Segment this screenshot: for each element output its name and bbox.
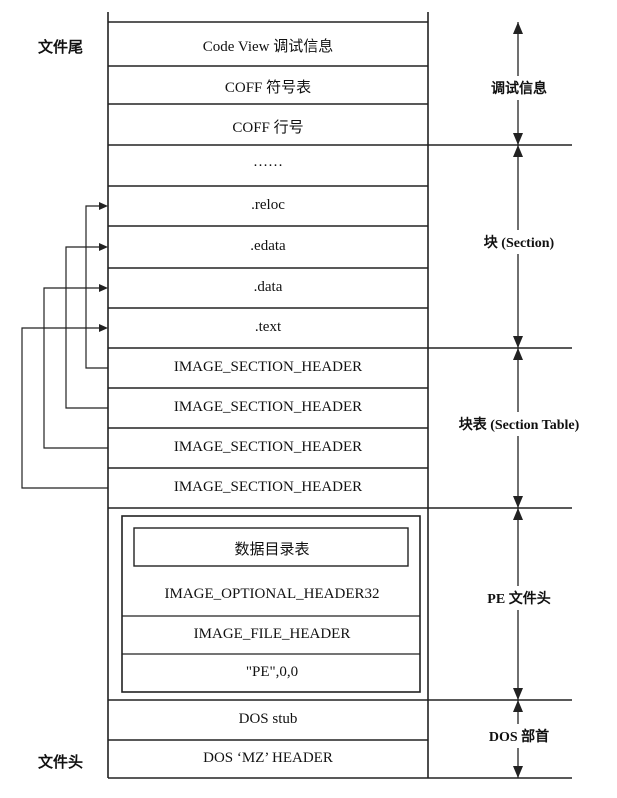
label-debug-info: 调试信息 — [488, 76, 550, 100]
cell-section-header-3: IMAGE_SECTION_HEADER — [173, 439, 363, 455]
cell-pe-signature: "PE",0,0 — [245, 664, 299, 680]
label-dos-part: DOS 部首 — [485, 724, 553, 748]
connector-header3-to-data — [43, 284, 108, 449]
cell-coff-line-numbers: COFF 行号 — [232, 120, 304, 136]
label-section-table: 块表 (Section Table) — [455, 412, 583, 436]
connector-header1-to-reloc — [85, 202, 108, 369]
data-directory-box — [133, 527, 409, 567]
cell-section-text: .text — [254, 319, 282, 335]
cell-optional-header: IMAGE_OPTIONAL_HEADER32 — [164, 586, 380, 602]
cell-section-header-4: IMAGE_SECTION_HEADER — [173, 479, 363, 495]
cell-codeview-debug: Code View 调试信息 — [202, 39, 334, 55]
cell-dos-mz-header: DOS ‘MZ’ HEADER — [203, 750, 333, 766]
cell-section-header-1: IMAGE_SECTION_HEADER — [173, 359, 363, 375]
cell-section-header-2: IMAGE_SECTION_HEADER — [173, 399, 363, 415]
cell-file-header: IMAGE_FILE_HEADER — [193, 626, 351, 642]
cell-ellipsis: …… — [253, 154, 283, 170]
pe-header-inner-box — [121, 515, 421, 693]
cell-section-reloc: .reloc — [251, 197, 285, 213]
connector-header4-to-text — [21, 324, 108, 489]
cell-section-edata: .edata — [250, 238, 286, 254]
file-end-label: 文件尾 — [38, 40, 84, 56]
cell-section-data: .data — [253, 279, 283, 295]
cell-dos-stub: DOS stub — [238, 711, 298, 727]
cell-coff-symbol-table: COFF 符号表 — [224, 80, 312, 96]
cell-data-directory: 数据目录表 — [234, 542, 310, 558]
label-pe-header: PE 文件头 — [484, 586, 554, 610]
file-head-label: 文件头 — [38, 755, 84, 771]
label-sections: 块 (Section) — [480, 230, 558, 254]
